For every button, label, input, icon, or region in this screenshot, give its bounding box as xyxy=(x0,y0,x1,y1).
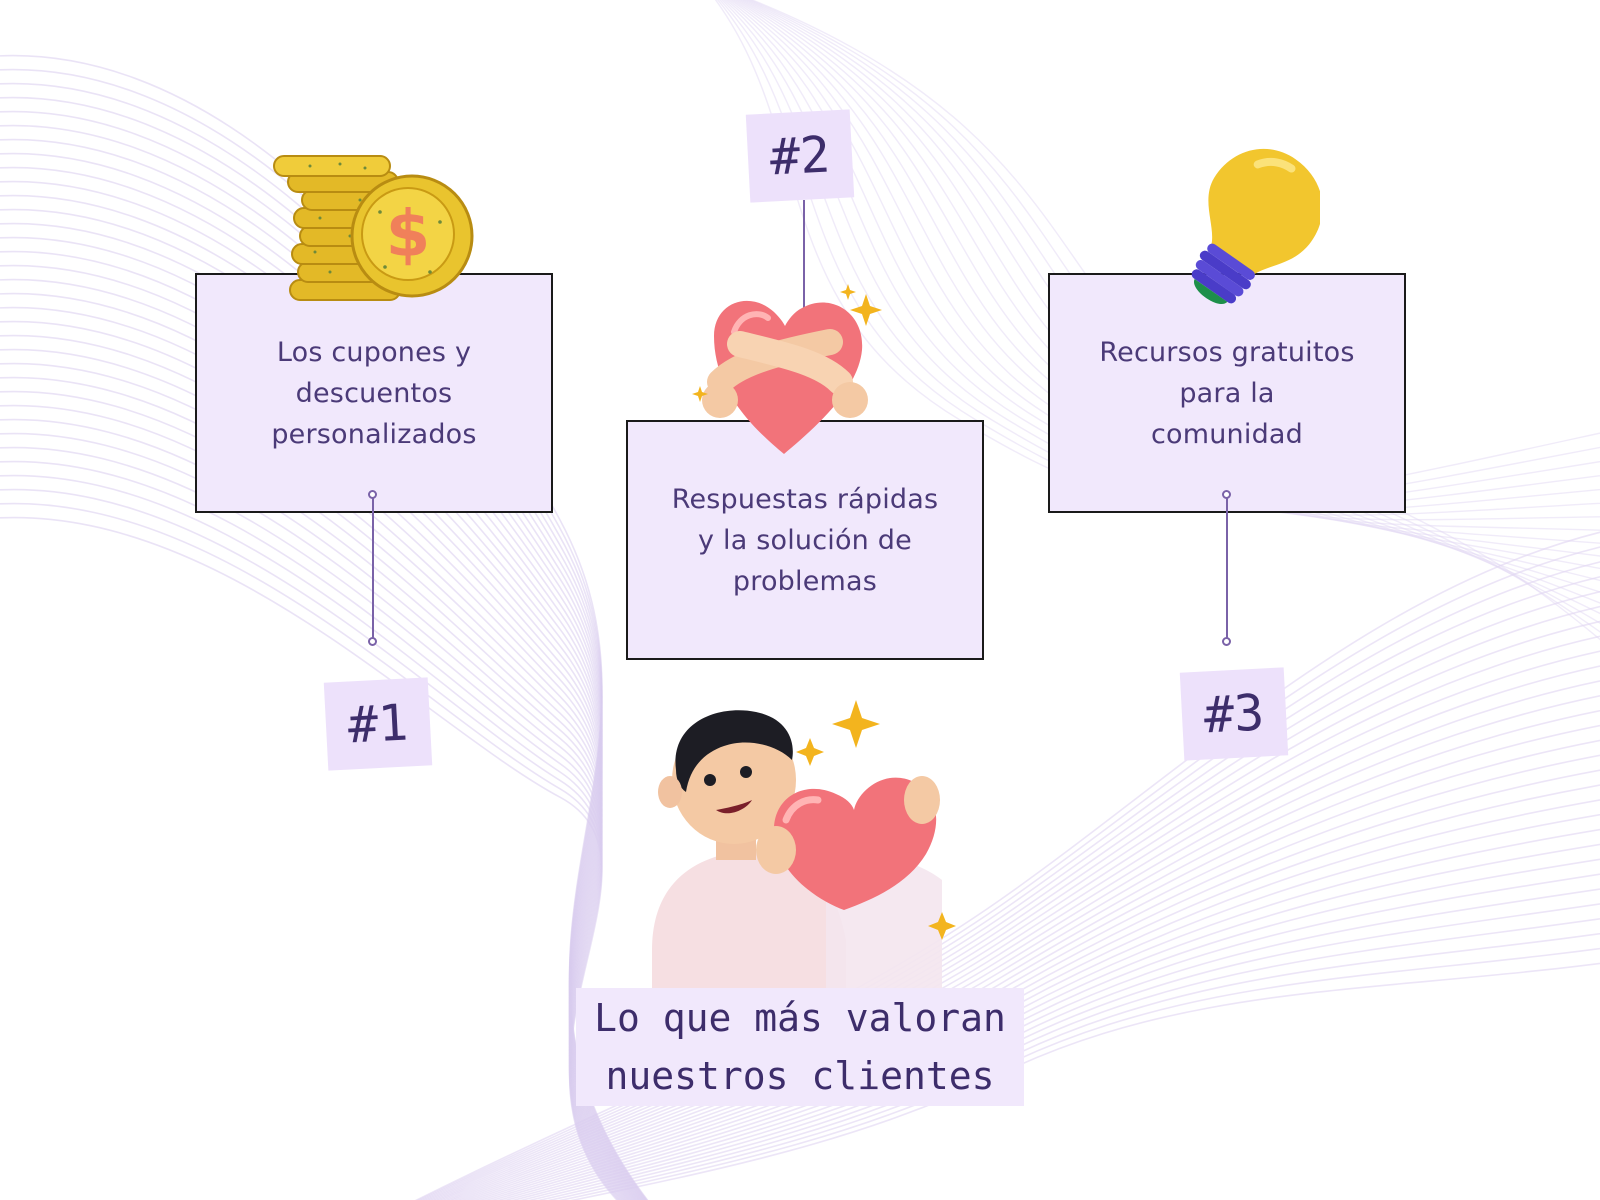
light-bulb-icon xyxy=(1191,148,1320,304)
heart-hug-icon xyxy=(692,284,882,454)
caption-line-2: nuestros clientes xyxy=(605,1054,995,1098)
connector-3-bottom-dot xyxy=(1222,637,1231,646)
rank-tag-2: #2 xyxy=(745,109,855,203)
card-coupons: Los cupones y descuentos personalizados xyxy=(195,273,553,513)
card-fast-responses-text: Respuestas rápidas y la solución de prob… xyxy=(671,483,939,597)
connector-1 xyxy=(372,494,374,642)
connector-1-top-dot xyxy=(368,490,377,499)
rank-tag-1: #1 xyxy=(323,677,433,771)
rank-tag-3: #3 xyxy=(1179,667,1289,761)
card-coupons-text: Los cupones y descuentos personalizados xyxy=(271,336,477,450)
connector-2 xyxy=(803,200,805,334)
caption-box: Lo que más valoran nuestros clientes xyxy=(576,988,1024,1106)
coin-stack-icon: $ xyxy=(273,155,474,301)
connector-3 xyxy=(1226,494,1228,642)
svg-text:$: $ xyxy=(386,198,431,272)
card-fast-responses: Respuestas rápidas y la solución de prob… xyxy=(626,420,984,660)
card-free-resources: Recursos gratuitos para la comunidad xyxy=(1048,273,1406,513)
connector-1-bottom-dot xyxy=(368,637,377,646)
card-free-resources-text: Recursos gratuitos para la comunidad xyxy=(1099,336,1355,450)
caption-line-1: Lo que más valoran xyxy=(594,996,1006,1040)
person-hugging-heart-icon xyxy=(652,700,956,990)
connector-3-top-dot xyxy=(1222,490,1231,499)
